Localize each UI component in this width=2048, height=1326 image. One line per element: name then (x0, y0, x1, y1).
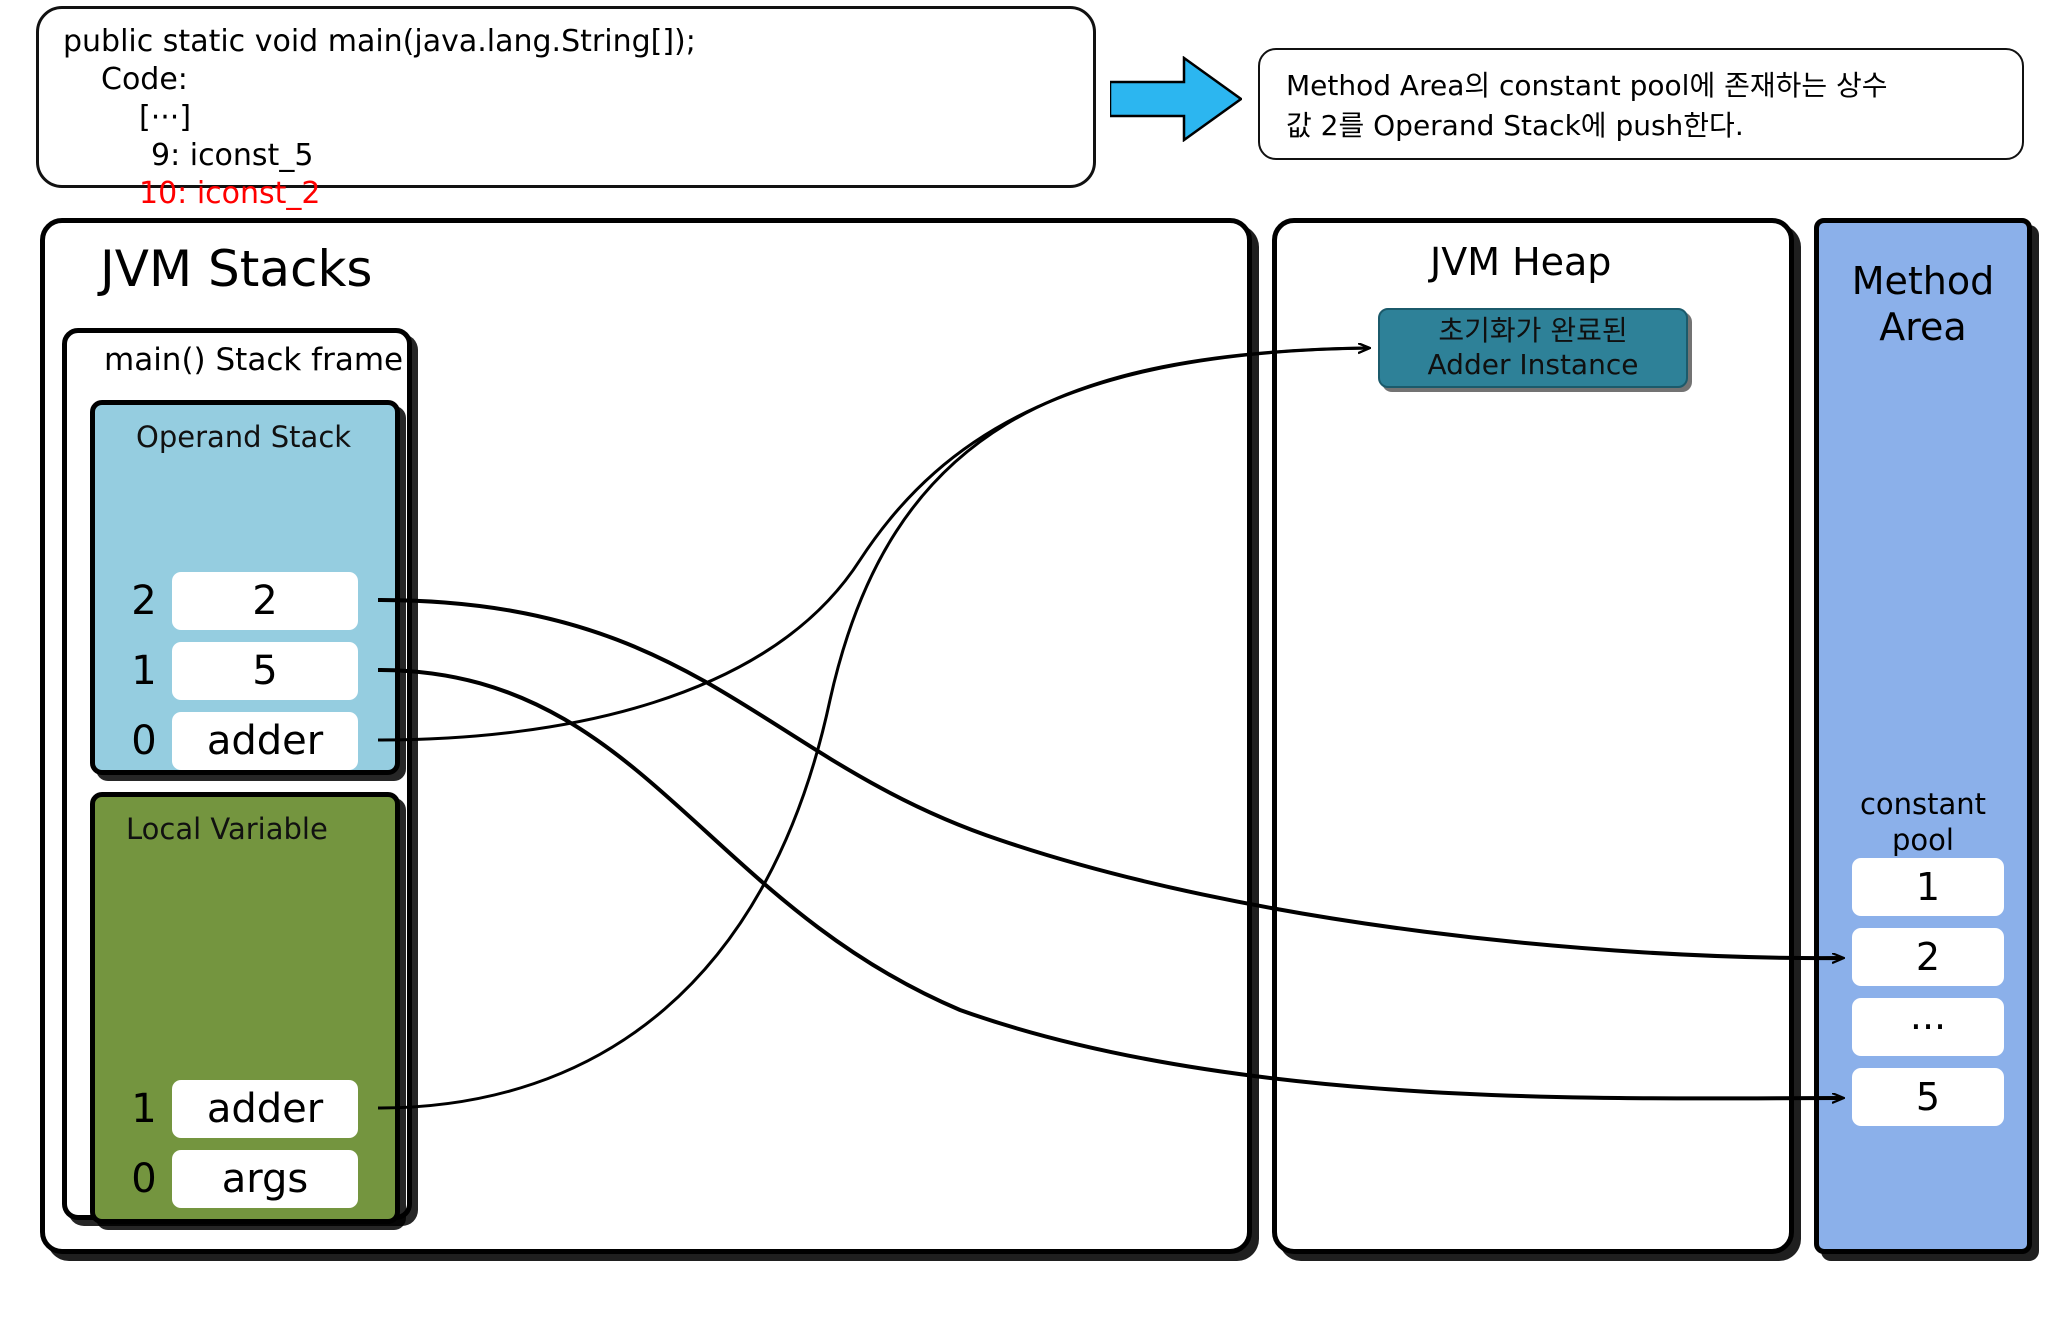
slot-index: 1 (131, 648, 157, 694)
local-variable-label: Local Variable (126, 812, 328, 846)
constant-pool-slot: 5 (1852, 1068, 2004, 1126)
slot-value: 2 (172, 572, 358, 630)
method-area-title: Method Area (1814, 258, 2032, 350)
note-line-2: 값 2를 Operand Stack에 push한다. (1286, 109, 1744, 142)
slot-value: adder (172, 712, 358, 770)
operand-stack-slot: 1 5 (116, 640, 358, 702)
constant-pool-slot: 1 (1852, 858, 2004, 916)
adder-instance-object: 초기화가 완료된 Adder Instance (1378, 308, 1688, 388)
constant-pool-label: constant pool (1814, 786, 2032, 858)
bytecode-code-box: public static void main(java.lang.String… (36, 6, 1096, 211)
method-area-title-line2: Area (1879, 305, 1967, 349)
explanation-note-box: Method Area의 constant pool에 존재하는 상수 값 2를… (1258, 48, 2024, 160)
constant-pool-label-line1: constant (1859, 787, 1987, 821)
code-line-signature: public static void main(java.lang.String… (63, 24, 696, 59)
code-line-iconst5: 9: iconst_5 (151, 138, 314, 173)
constant-pool-slot: 2 (1852, 928, 2004, 986)
slot-index: 1 (131, 1086, 157, 1132)
slot-value: 5 (172, 642, 358, 700)
local-variable-slot: 0 args (116, 1148, 358, 1210)
slot-value: adder (172, 1080, 358, 1138)
slot-index: 0 (131, 1156, 157, 1202)
code-line-iconst2-highlighted: 10: iconst_2 (139, 176, 321, 211)
main-stack-frame-title: main() Stack frame (104, 342, 404, 378)
method-area-title-line1: Method (1851, 259, 1995, 303)
right-block-arrow-icon (1110, 56, 1242, 142)
jvm-stacks-title: JVM Stacks (100, 240, 373, 298)
adder-instance-line1: 초기화가 완료된 (1438, 314, 1628, 347)
adder-instance-line2: Adder Instance (1427, 348, 1639, 381)
operand-stack-label: Operand Stack (136, 420, 352, 454)
constant-pool-slot: ··· (1852, 998, 2004, 1056)
operand-stack-slot: 0 adder (116, 710, 358, 772)
code-line-code: Code: (101, 62, 188, 97)
slot-index: 0 (131, 718, 157, 764)
jvm-heap-title: JVM Heap (1430, 240, 1612, 284)
slot-index: 2 (131, 578, 157, 624)
operand-stack-slot: 2 2 (116, 570, 358, 632)
note-line-1: Method Area의 constant pool에 존재하는 상수 (1286, 69, 1888, 102)
local-variable-slot: 1 adder (116, 1078, 358, 1140)
code-line-ellipsis: [···] (139, 100, 192, 135)
slot-value: args (172, 1150, 358, 1208)
constant-pool-label-line2: pool (1892, 823, 1954, 857)
